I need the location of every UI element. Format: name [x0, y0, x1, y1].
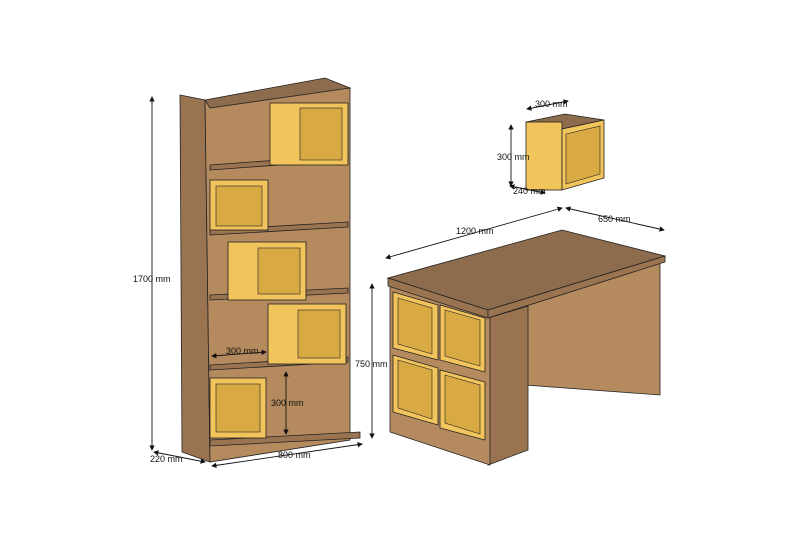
- desk-width-label: 1200 mm: [456, 226, 494, 236]
- bookcase-height-label: 1700 mm: [133, 274, 171, 284]
- wall-cube-dimensions: 300 mm 300 mm 240 mm: [497, 99, 569, 196]
- desk-height-label: 750 mm: [355, 359, 388, 369]
- wall-cube-depth-label: 240 mm: [513, 186, 546, 196]
- bookcase-cubes: [209, 102, 349, 439]
- bookcase-cube-width-label: 300 mm: [226, 346, 259, 356]
- wall-cube-height-label: 300 mm: [497, 152, 530, 162]
- wall-cube-width-label: 300 mm: [535, 99, 568, 109]
- bookcase-depth-label: 220 mm: [150, 454, 183, 464]
- bookcase-top: [204, 77, 352, 109]
- desk-cubes: [392, 291, 486, 441]
- desk-dimensions: 1200 mm 650 mm 750 mm: [355, 206, 665, 439]
- wall-cube: [525, 113, 605, 191]
- desk: [386, 229, 667, 466]
- bookcase: [179, 77, 361, 463]
- desk-depth-label: 650 mm: [598, 214, 631, 224]
- desk-pedestal-side: [487, 305, 529, 466]
- bookcase-width-label: 800 mm: [278, 450, 311, 460]
- bookcase-cube-height-label: 300 mm: [271, 398, 304, 408]
- bookcase-dimensions: 1700 mm 220 mm 800 mm 300 mm 300 mm: [133, 96, 363, 469]
